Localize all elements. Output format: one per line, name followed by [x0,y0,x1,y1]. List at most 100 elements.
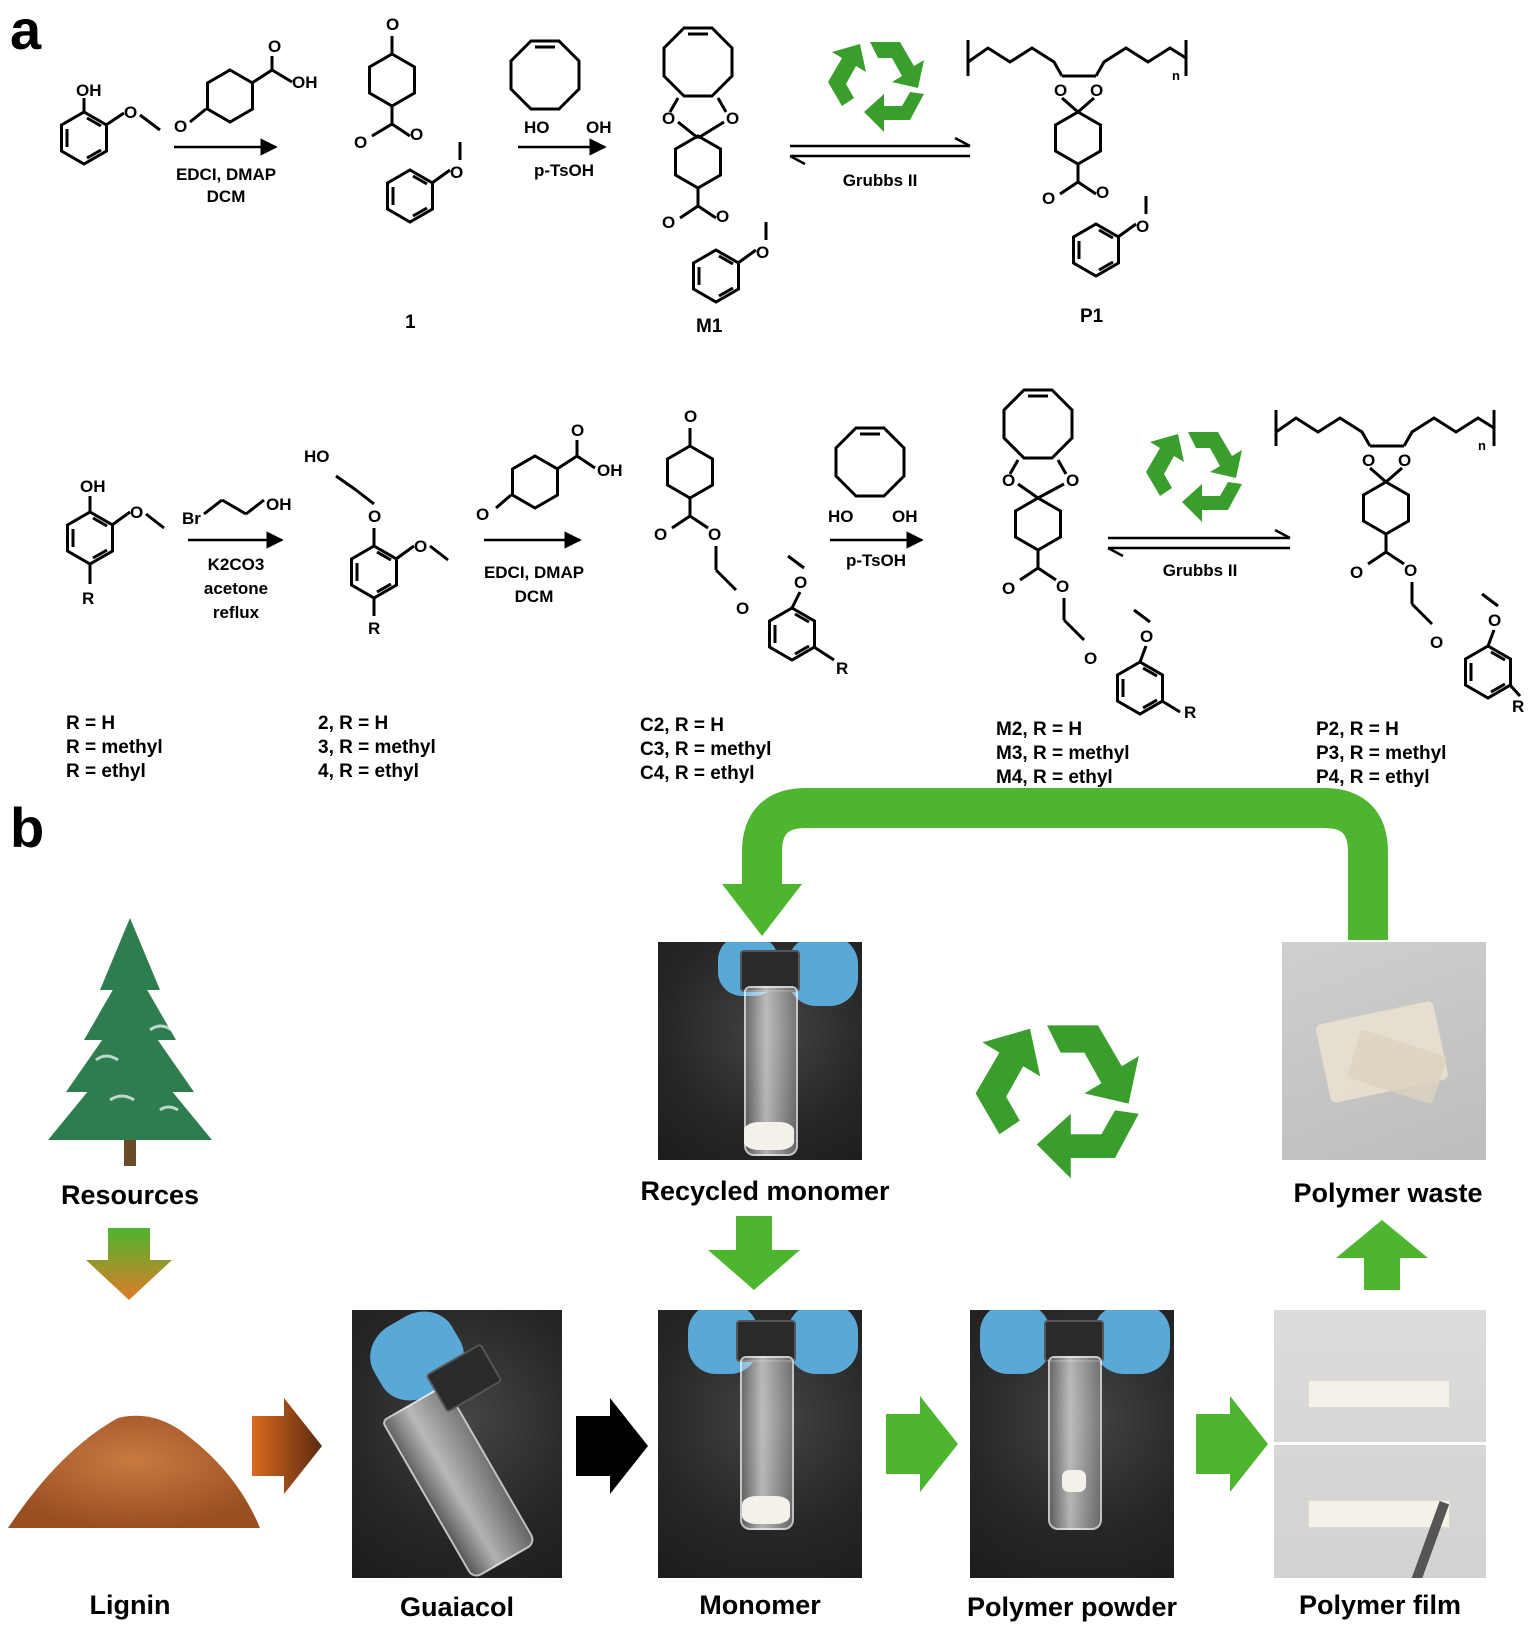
compound-m4-label: M4, R = ethyl [996,767,1113,788]
svg-text:O: O [1096,183,1109,202]
vial-cap [736,1320,796,1362]
stage-label-lignin: Lignin [89,1590,171,1620]
recycle-icon [975,1025,1139,1179]
row1-step1-conditions-line1: EDCI, DMAP [175,165,277,184]
row2-step2-conditions-line2: DCM [514,587,554,606]
guaiacol-to-monomer-arrow [576,1398,648,1494]
compound-m1-label: M1 [696,316,723,337]
svg-text:O: O [1056,577,1069,596]
row2-step1-conditions-line1: K2CO3 [207,555,265,574]
row1-step1-conditions-line2: DCM [206,187,246,206]
compound-p3-label: P3, R = methyl [1316,743,1447,764]
svg-text:OH: OH [892,507,918,526]
svg-text:OH: OH [292,73,318,92]
svg-text:n: n [1478,438,1486,453]
svg-text:O: O [1066,471,1079,490]
svg-text:OH: OH [266,495,292,514]
svg-text:O: O [1350,563,1363,582]
polymer-waste-photo [1282,942,1486,1160]
row2-step4-catalyst: Grubbs II [1162,561,1238,580]
svg-text:O: O [410,125,423,144]
svg-text:O: O [654,525,667,544]
compound-m2-label: M2, R = H [996,719,1083,740]
start-r-list-1: R = H [66,713,116,734]
svg-text:O: O [1136,217,1149,236]
svg-text:O: O [1084,649,1097,668]
svg-text:O: O [684,407,697,426]
stage-label-polymer-waste: Polymer waste [1293,1178,1483,1208]
glove [980,1310,1050,1374]
film-to-waste-arrow [1336,1220,1428,1290]
compound-c3-label: C3, R = methyl [640,739,772,760]
vial [1048,1356,1102,1530]
photo-divider [1274,1442,1486,1445]
svg-text:O: O [1054,81,1067,100]
powder [1062,1470,1086,1492]
film-strip-top [1308,1380,1450,1408]
svg-text:O: O [571,421,584,440]
polymer-powder-photo [970,1310,1174,1578]
glove [788,1310,858,1374]
svg-text:O: O [1430,633,1443,652]
compound-c2-label: C2, R = H [640,715,724,736]
svg-text:O: O [726,109,739,128]
row1-step3-catalyst: Grubbs II [842,171,918,190]
svg-text:O: O [450,163,463,182]
svg-text:O: O [1090,81,1103,100]
vial [380,1383,538,1578]
stage-label-monomer: Monomer [699,1590,821,1620]
resources-to-lignin-arrow [86,1228,172,1300]
svg-text:O: O [268,37,281,56]
svg-text:O: O [354,133,367,152]
svg-text:O: O [476,505,489,524]
svg-text:HO: HO [524,118,550,137]
svg-text:O: O [174,117,187,136]
powder-to-film-arrow [1196,1396,1268,1492]
svg-text:OH: OH [597,461,623,480]
svg-text:R: R [836,659,848,678]
svg-text:OH: OH [76,81,102,100]
row2-step1-conditions-line3: reflux [212,603,260,622]
svg-text:HO: HO [304,447,330,466]
monomer-to-powder-arrow [886,1396,958,1492]
svg-text:O: O [794,573,807,592]
loop-arrowhead [722,884,802,936]
powder [744,1122,794,1150]
stage-label-polymer-powder: Polymer powder [966,1592,1178,1622]
compound-c4-label: C4, R = ethyl [640,763,755,784]
svg-text:O: O [386,15,399,34]
vial-cap [1044,1320,1104,1362]
svg-text:O: O [1488,611,1501,630]
powder [742,1496,790,1524]
svg-text:O: O [716,207,729,226]
guaiacol-photo [352,1310,562,1578]
start-r-list-3: R = ethyl [66,761,146,782]
row1-step2-conditions: p-TsOH [533,161,595,180]
svg-text:O: O [414,537,427,556]
recycled-to-monomer-arrow [708,1216,800,1290]
compound-m3-label: M3, R = methyl [996,743,1130,764]
svg-text:O: O [130,503,143,522]
panel-a-letter: a [10,0,42,61]
monomer-photo [658,1310,862,1578]
svg-text:O: O [662,109,675,128]
svg-text:O: O [368,507,381,526]
row2-step1-reagent-br: Br [182,509,201,528]
svg-text:O: O [124,103,137,122]
svg-text:O: O [662,213,675,232]
svg-text:O: O [1002,579,1015,598]
svg-text:O: O [756,243,769,262]
tree-icon [48,918,212,1166]
compound-4-label: 4, R = ethyl [318,761,419,782]
svg-text:O: O [736,599,749,618]
row2-step1-conditions-line2: acetone [203,579,269,598]
film-strip-bottom [1308,1500,1450,1528]
stage-label-resources: Resources [60,1180,200,1210]
compound-p1-label: P1 [1080,306,1104,327]
compound-p4-label: P4, R = ethyl [1316,767,1430,788]
svg-text:O: O [1042,189,1055,208]
start-r-list-2: R = methyl [66,737,163,758]
stage-label-polymer-film: Polymer film [1298,1590,1462,1620]
glove [1094,1310,1170,1374]
compound-p2-label: P2, R = H [1316,719,1399,740]
